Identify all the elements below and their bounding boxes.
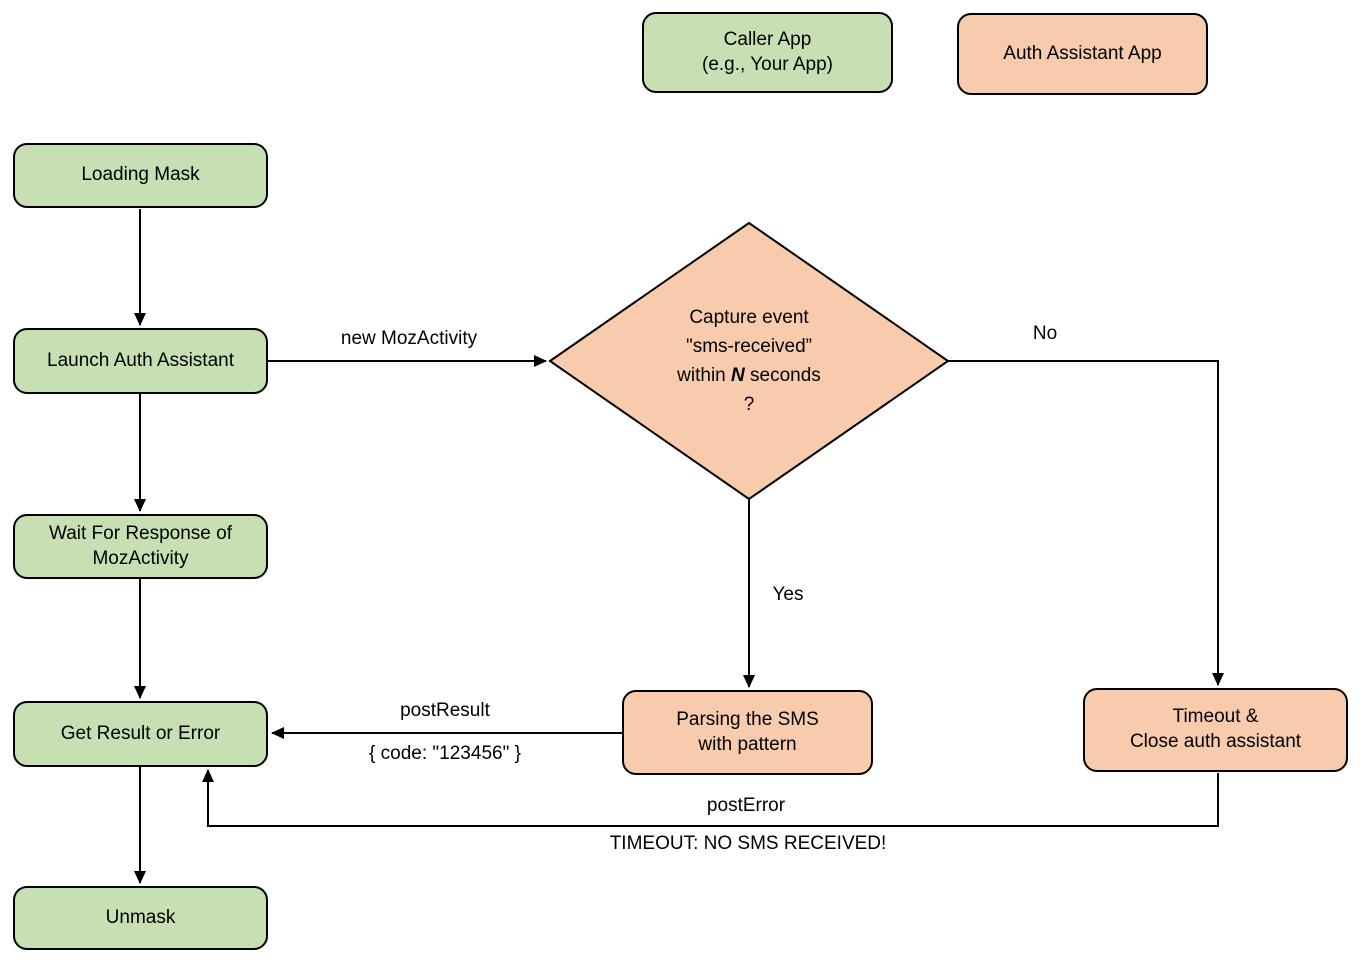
node-wait-for-response: Wait For Response of MozActivity [13, 514, 268, 579]
edge-label-yes: Yes [772, 584, 804, 605]
edge-label-no: No [1032, 323, 1058, 344]
node-loading-mask: Loading Mask [13, 143, 268, 208]
arrow-decision-no-to-timeout [948, 360, 1224, 686]
decision-line-1: Capture event [689, 307, 809, 328]
node-get-result-or-error: Get Result or Error [13, 701, 268, 767]
decision-line-3: within N seconds [677, 365, 821, 386]
decision-line-2: "sms-received” [685, 336, 813, 357]
decision-n-emphasis: N [731, 365, 745, 386]
edge-label-postresult-payload: { code: "123456" } [369, 743, 521, 764]
edge-label-posterror: postError [706, 795, 786, 816]
legend-caller-app: Caller App (e.g., Your App) [642, 12, 893, 93]
arrow-timeout-to-get-result [202, 769, 1219, 827]
edge-label-new-mozactivity: new MozActivity [340, 328, 478, 349]
node-parsing-sms: Parsing the SMS with pattern [622, 690, 873, 775]
node-timeout-close: Timeout & Close auth assistant [1083, 688, 1348, 772]
node-launch-auth-assistant: Launch Auth Assistant [13, 328, 268, 394]
decision-line-4: ? [743, 394, 755, 415]
edge-label-postresult: postResult [400, 700, 490, 721]
node-unmask: Unmask [13, 886, 268, 950]
edge-label-posterror-message: TIMEOUT: NO SMS RECEIVED! [609, 833, 887, 854]
legend-auth-assistant-app: Auth Assistant App [957, 13, 1208, 95]
decision-diamond-label: Capture event "sms-received” within N se… [599, 223, 899, 499]
